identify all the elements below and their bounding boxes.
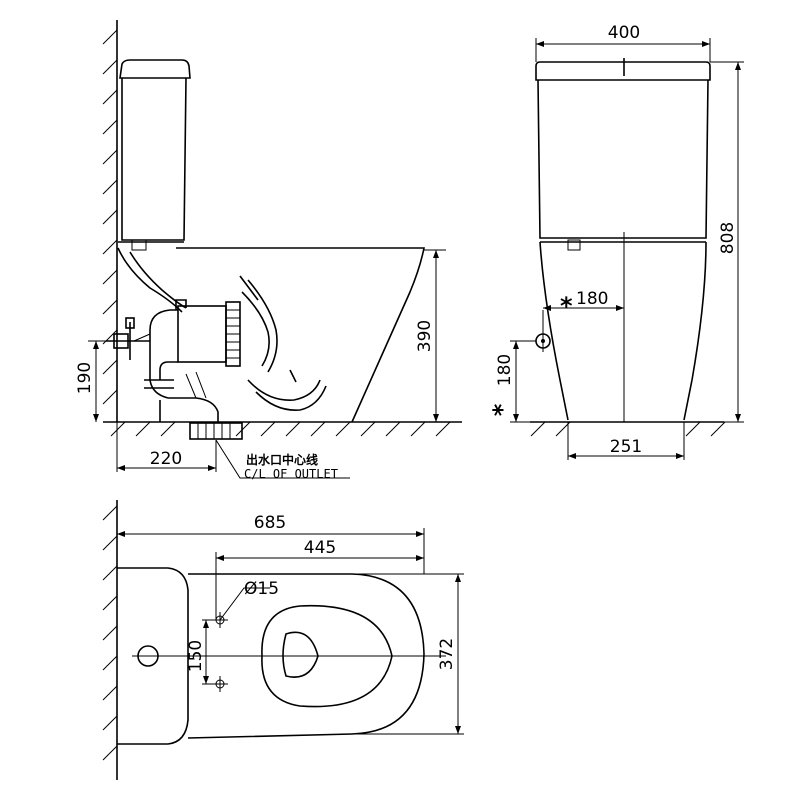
front-floor-hatch (530, 421, 726, 437)
dim-inlet-height: 180 (495, 354, 515, 386)
front-tank-lid (535, 61, 711, 81)
dim-seat-height: 390 (415, 320, 435, 352)
plan-tank-outline (117, 567, 189, 745)
dim251-arrow-left (568, 453, 576, 459)
plan-wall-hatch (102, 505, 118, 761)
plan-bowl-waterway (282, 631, 319, 678)
side-trapway-upper-inner (241, 291, 270, 367)
plan-bowl-opening (261, 604, 393, 708)
front-tank-body (537, 79, 709, 239)
dim400-arrow-right (702, 41, 710, 47)
front-view: 400 808 * 180 180 * 251 (488, 23, 744, 460)
side-outlet-pipe (177, 305, 227, 363)
dim-outlet-base-width: 251 (610, 437, 642, 457)
side-bowl-back-inner (129, 251, 187, 309)
dim-height-total: 808 (718, 222, 738, 254)
side-trapway-lower (255, 385, 327, 411)
side-tank-bolt (131, 239, 147, 251)
dim220-arrow-left (117, 465, 125, 471)
dim-width-top: 400 (608, 23, 640, 43)
dim180v-arrow-bottom (513, 414, 519, 422)
dim-width-plan: 372 (437, 638, 457, 670)
dim180h-arrow-right (616, 305, 624, 311)
side-floor-hatch (110, 421, 451, 437)
side-wall-hatch (102, 29, 118, 405)
dim150-arrow-top (203, 620, 209, 628)
outlet-leader (215, 439, 350, 479)
dim251-arrow-right (676, 453, 684, 459)
dim445-arrow-left (216, 555, 224, 561)
dim190-arrow-bottom (93, 414, 99, 422)
side-inlet-valve (106, 317, 151, 360)
outlet-label-en: C/L OF OUTLET (244, 467, 338, 481)
front-tank-bolt (567, 239, 581, 251)
star-mark-vertical: * (488, 403, 516, 416)
dim808-arrow-top (735, 62, 741, 70)
side-elbow-top (149, 309, 178, 331)
dim-tank-inlet-offset: 180 (576, 289, 608, 309)
dim-length-total: 685 (254, 513, 286, 533)
dim-outlet-distance: 220 (150, 449, 182, 469)
dim-bolt-spacing: 150 (186, 640, 206, 672)
dim390-arrow-top (433, 250, 439, 258)
side-bowl-outer (176, 247, 425, 423)
plan-bowl-outline (187, 573, 425, 739)
dim445-arrow-right (416, 555, 424, 561)
side-tank-body (121, 77, 187, 241)
dim390-arrow-bottom (433, 414, 439, 422)
side-view: 390 190 220 出水口中心线 C/L OF OUTLET (75, 20, 462, 481)
front-bowl-right (683, 241, 707, 421)
dim180v-arrow-top (513, 341, 519, 349)
side-outlet-flange-ribs (226, 309, 240, 359)
side-trapway-lower-inner (247, 379, 321, 401)
side-trapway-edge (239, 275, 297, 383)
side-floor-outlet (189, 422, 243, 440)
side-pipe-collar (175, 299, 187, 310)
dim-inlet-height-side: 190 (75, 362, 95, 394)
star-mark-horizontal: * (560, 292, 573, 320)
side-tank-lid (119, 59, 191, 79)
side-elbow-inner (159, 361, 178, 380)
plan-view: Ø15 150 685 445 372 (102, 500, 464, 780)
dim372-arrow-top (455, 574, 461, 582)
front-bowl-left (539, 241, 569, 421)
dim-bolt-hole: Ø15 (244, 579, 279, 599)
side-foot-detail (185, 371, 207, 399)
dim685-arrow-right (416, 531, 424, 537)
bolt-hole-leader (219, 587, 270, 621)
side-floor-outlet-ribs (197, 423, 231, 439)
side-trapway-upper (247, 279, 278, 373)
outlet-label-cn: 出水口中心线 (246, 452, 318, 467)
dim220-arrow-right (208, 465, 216, 471)
dim190-arrow-top (93, 341, 99, 349)
dim-bowl-length: 445 (304, 538, 336, 558)
dim150-arrow-bottom (203, 676, 209, 684)
dim685-arrow-left (117, 531, 125, 537)
dim372-arrow-bottom (455, 726, 461, 734)
dim180h-arrow-left (543, 305, 551, 311)
dim400-arrow-left (536, 41, 544, 47)
side-foot-right (168, 397, 219, 422)
side-bowl-back (117, 247, 183, 313)
dim808-arrow-bottom (735, 414, 741, 422)
plan-bolt-hole-bottom (212, 676, 228, 692)
